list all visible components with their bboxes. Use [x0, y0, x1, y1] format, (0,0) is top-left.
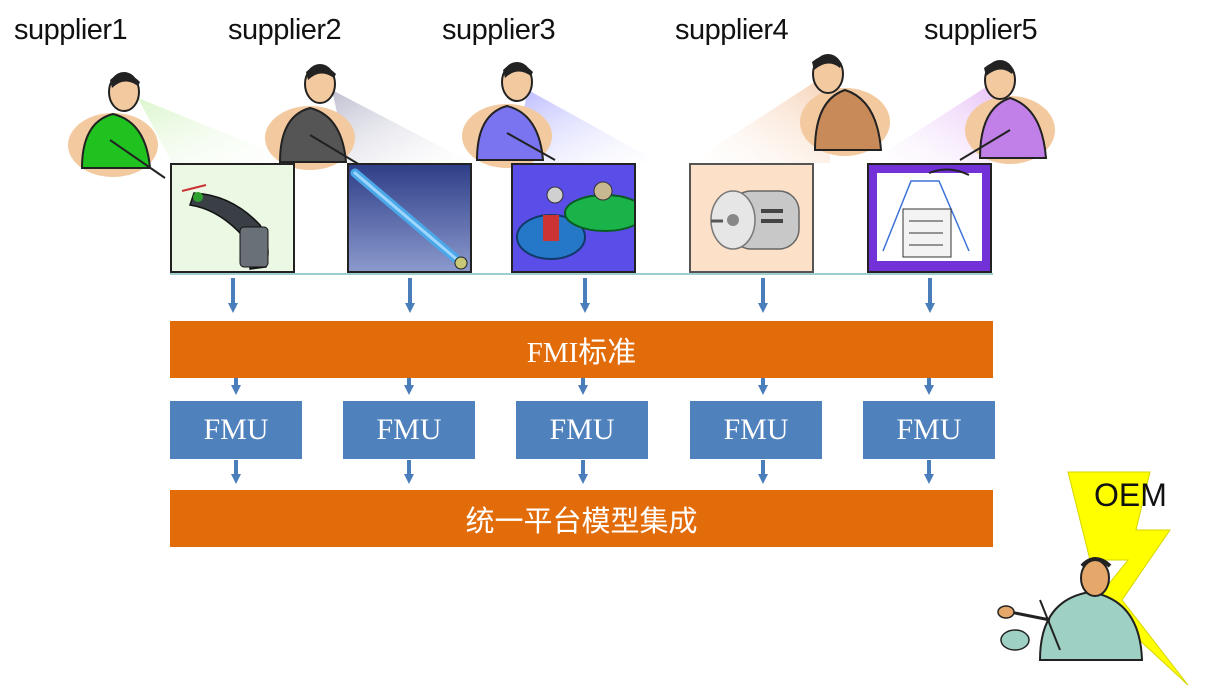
- fmu-label: FMU: [549, 413, 615, 446]
- fmu-box-1: FMU: [170, 401, 302, 459]
- fmu-label: FMU: [203, 413, 269, 446]
- fmu-box-4: FMU: [690, 401, 822, 459]
- part-image-shaft: [347, 163, 472, 273]
- part-image-chart: [867, 163, 992, 273]
- simulation-plot-icon: [877, 168, 982, 261]
- lightning-icon: [1067, 471, 1189, 686]
- person-icon-supplier2: [265, 64, 361, 170]
- person-icon-supplier4: [800, 54, 890, 156]
- fmu-box-2: FMU: [343, 401, 475, 459]
- arrows-row1: [228, 278, 935, 313]
- fmi-standard-label: FMI标准: [526, 336, 637, 369]
- part-image-gears: [511, 163, 636, 273]
- part-image-handle: [170, 163, 295, 273]
- supplier5-label: supplier5: [924, 14, 1038, 46]
- part-image-motor: [689, 163, 814, 273]
- electric-motor-icon: [710, 190, 800, 250]
- door-handle-icon: [181, 184, 269, 270]
- projection-beam-4: [690, 72, 830, 163]
- supplier4-label: supplier4: [675, 14, 789, 46]
- arrows-row3: [231, 460, 934, 484]
- person-icon-supplier1: [68, 72, 166, 179]
- fmu-label: FMU: [896, 413, 962, 446]
- oem-label: OEM: [1094, 477, 1167, 513]
- gear-assembly-icon: [516, 181, 634, 260]
- fmu-label: FMU: [723, 413, 789, 446]
- integration-label: 统一平台模型集成: [465, 505, 698, 538]
- projection-beam-2: [332, 90, 472, 163]
- person-icon-supplier5: [959, 60, 1055, 164]
- drive-shaft-icon: [349, 165, 470, 271]
- integration-bar: 统一平台模型集成: [170, 490, 993, 547]
- person-icon-supplier3: [462, 62, 556, 168]
- fmu-box-3: FMU: [516, 401, 648, 459]
- supplier3-label: supplier3: [442, 14, 556, 46]
- fmu-label: FMU: [376, 413, 442, 446]
- supplier2-label: supplier2: [228, 14, 342, 46]
- arrows-row2: [231, 378, 934, 395]
- fmi-standard-bar: FMI标准: [170, 321, 993, 378]
- projection-beam-5: [868, 78, 1000, 163]
- presenter-icon-oem: [997, 557, 1144, 661]
- supplier1-label: supplier1: [14, 14, 128, 46]
- projection-beam-1: [138, 98, 298, 163]
- fmu-box-5: FMU: [863, 401, 995, 459]
